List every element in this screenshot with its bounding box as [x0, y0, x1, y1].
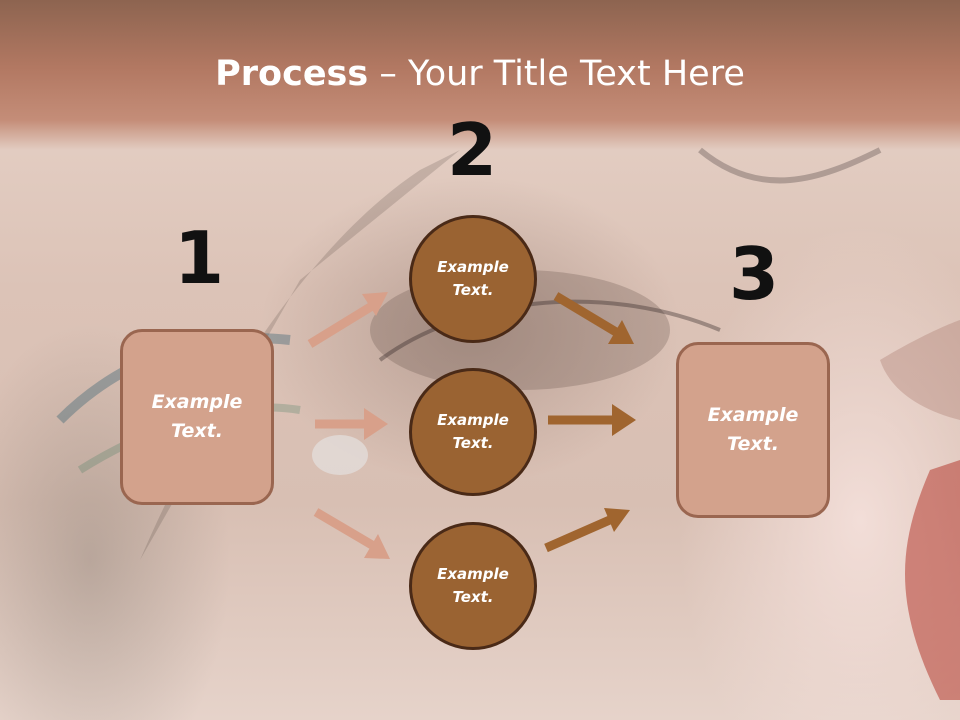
step-circle-middle-text: Example Text. — [437, 411, 509, 452]
step-box-1: Example Text. — [120, 329, 274, 505]
title-rest: – Your Title Text Here — [368, 54, 745, 94]
arrow-circle-top-to-box3 — [553, 292, 634, 344]
step-circle-top-text: Example Text. — [437, 258, 509, 299]
step-number-3: 3 — [728, 232, 780, 316]
arrow-circle-middle-to-box3 — [548, 404, 636, 436]
step-box-3: Example Text. — [676, 342, 830, 518]
step-box-1-text: Example Text. — [151, 391, 243, 442]
step-circle-bottom: Example Text. — [409, 522, 537, 650]
title-bold: Process — [215, 54, 369, 94]
title-band — [0, 0, 960, 150]
slide-title: Process – Your Title Text Here — [0, 52, 960, 96]
arrow-box1-to-circle-top — [307, 292, 388, 348]
arrow-box1-to-circle-bottom — [313, 508, 390, 559]
arrow-box1-to-circle-middle — [315, 408, 388, 440]
step-box-3-text: Example Text. — [707, 404, 799, 455]
step-number-1: 1 — [173, 216, 225, 300]
step-circle-bottom-text: Example Text. — [437, 565, 509, 606]
step-circle-top: Example Text. — [409, 215, 537, 343]
arrow-circle-bottom-to-box3 — [544, 508, 630, 553]
step-number-2: 2 — [446, 108, 498, 192]
step-circle-middle: Example Text. — [409, 368, 537, 496]
